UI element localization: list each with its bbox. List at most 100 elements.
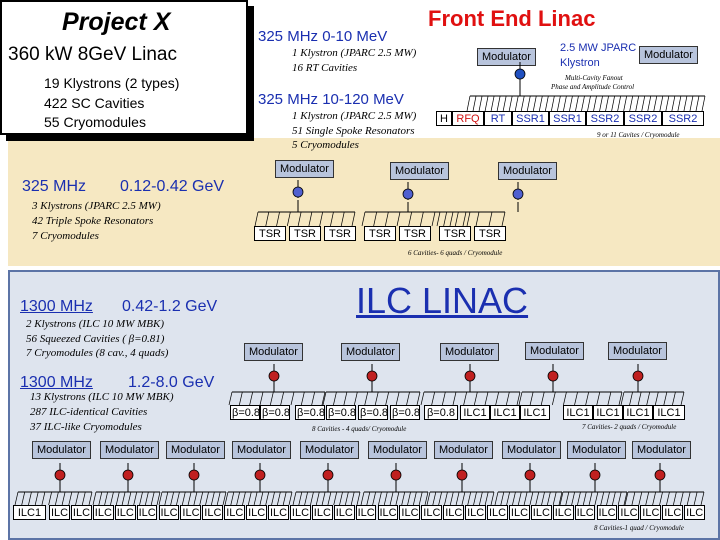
cavity-feed [466, 211, 471, 227]
cavity-feed [581, 95, 585, 112]
ilc1-note: 7 Cavities- 2 quads / Cryomodule [582, 423, 677, 431]
cavity-feed [449, 491, 454, 506]
ilc-modulator-bottom-4: Modulator [232, 441, 291, 459]
cavity-feed [333, 491, 338, 506]
cavity-feed [620, 391, 625, 406]
cavity-feed [466, 95, 471, 112]
cavity-feed [236, 491, 240, 506]
tsr-note: 6 Cavities- 6 quads / Cryomodule [408, 249, 503, 257]
beta-cell-1: β=0.8 [230, 405, 261, 420]
cavity-feed [587, 95, 591, 112]
ilc1-cell-2: ILC1 [490, 405, 520, 420]
klystron-icon [524, 469, 536, 481]
cavity-feed [364, 391, 369, 406]
ilc-range-2: 1.2-8.0 GeV [128, 374, 215, 391]
tsr-note-2: 42 Triple Spoke Resonators [32, 215, 154, 227]
cavity-feed [408, 211, 413, 227]
cavity-feed [523, 491, 528, 506]
front-end-title: Front End Linac [428, 6, 596, 31]
klystron-icon [589, 469, 601, 481]
cavity-feed [385, 391, 390, 406]
bottom-ilc-cell: ILC [268, 505, 289, 520]
cavity-feed [623, 491, 628, 506]
cavity-feed [373, 211, 378, 227]
ilc-modulator-top-5: Modulator [608, 342, 667, 360]
cavity-feed [686, 491, 691, 506]
cavity-feed [593, 95, 597, 112]
klystron-icon [390, 469, 402, 481]
cavity-feed [436, 211, 441, 227]
cavity-feed [81, 491, 86, 506]
cavity-feed [569, 95, 573, 112]
klystron-icon [122, 469, 134, 481]
cavity-feed [617, 491, 622, 506]
cavity-feed [444, 491, 448, 506]
cavity-feed [443, 211, 448, 227]
klystron-icon [366, 370, 378, 382]
project-subtitle: 360 kW 8GeV Linac [8, 44, 177, 65]
cavity-feed [360, 491, 365, 506]
cavity-feed [271, 491, 275, 506]
cavity-feed [617, 95, 621, 112]
bottom-ilc-cell: ILC [618, 505, 640, 520]
cavity-feed [529, 391, 534, 406]
cavity-feed [187, 491, 192, 506]
chain-note: 9 or 11 Cavites / Cryomodule [597, 131, 680, 139]
cavity-feed [478, 95, 483, 112]
cavity-feed [574, 391, 578, 406]
cavity-feed [41, 491, 46, 506]
bottom-ilc-cell: ILC [202, 505, 224, 520]
cavity-feed [606, 491, 610, 506]
tsr-cell-3: TSR [324, 226, 356, 241]
cavity-feed [641, 95, 646, 112]
cavity-feed [629, 391, 633, 406]
klystron-icon [254, 469, 266, 481]
cavity-feed [575, 95, 579, 112]
cavity-feed [663, 391, 668, 406]
cavity-feed [298, 491, 303, 506]
cavity-feed [645, 491, 650, 506]
ilc-modulator-bottom-5: Modulator [300, 441, 359, 459]
cavity-feed [552, 491, 557, 506]
multi-cavity-line-2: Phase and Amplitude Control [551, 83, 635, 91]
cavity-feed [659, 491, 663, 506]
cavity-feed [635, 95, 640, 112]
cavity-feed [551, 95, 555, 112]
cavity-feed [55, 491, 59, 506]
cavity-feed [516, 391, 521, 406]
klystron-icon [547, 370, 559, 382]
klystron-icon [514, 68, 526, 80]
ilc1-cell-3: ILC1 [520, 405, 550, 420]
cavity-feed [452, 391, 457, 406]
cavity-feed [559, 491, 564, 506]
ilc-modulator-top-3: Modulator [440, 343, 499, 361]
beta-note: 8 Cavities - 4 quads/ Cryomodule [312, 425, 407, 433]
cavity-feed [247, 491, 252, 506]
cavity-feed [265, 491, 270, 506]
cavity-feed [629, 95, 634, 112]
cavity-feed [529, 491, 534, 506]
cavity-feed [164, 491, 169, 506]
cavity-feed [506, 491, 510, 506]
cavity-feed [238, 391, 243, 406]
cavity-feed [156, 491, 161, 506]
bottom-ilc-cell: ILC [180, 505, 202, 520]
bottom-ilc-cell: ILC [596, 505, 618, 520]
ilc1-cell-1: ILC1 [460, 405, 490, 420]
project-line-2: 422 SC Cavities [44, 95, 145, 111]
cavity-feed [599, 95, 603, 112]
cavity-feed [484, 391, 489, 406]
beta-cell-3: β=0.8 [295, 405, 326, 420]
front-end-section2-freq: 325 MHz 10-120 MeV [258, 91, 404, 108]
cavity-feed [216, 491, 221, 506]
bottom-ilc-cell: ILC [114, 505, 136, 520]
cavity-feed [372, 491, 376, 506]
cavity-feed [679, 491, 684, 506]
ilc-modulator-bottom-7: Modulator [434, 441, 493, 459]
ilc-modulator-bottom-8: Modulator [502, 441, 561, 459]
cavity-feed [518, 391, 523, 406]
cavity-feed [406, 391, 410, 406]
ilc-modulator-top-4: Modulator [525, 342, 584, 360]
cavity-feed [383, 491, 388, 506]
